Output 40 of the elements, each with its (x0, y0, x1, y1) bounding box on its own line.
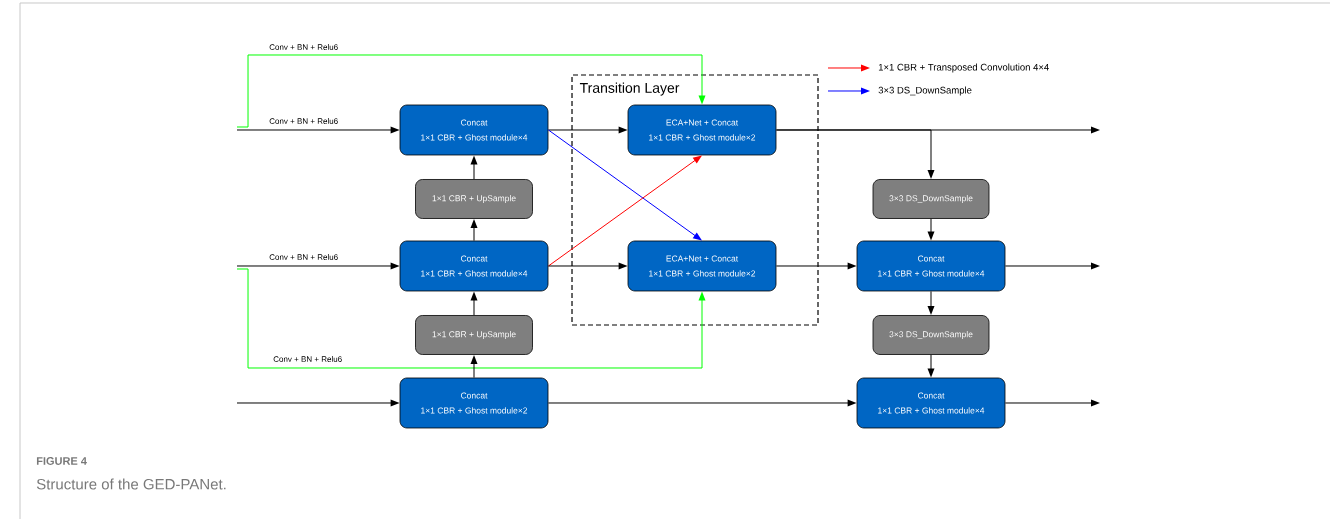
arrow (775, 262, 857, 270)
arrow (470, 218, 478, 242)
arrow (236, 54, 706, 128)
figure-number: FIGURE 4 (36, 457, 87, 465)
arrow (547, 262, 628, 270)
process-box: 1×1 CBR + UpSample (415, 315, 533, 355)
arrow (1004, 399, 1100, 407)
arrow (470, 354, 478, 379)
arrow (236, 262, 400, 270)
arrow (1004, 262, 1100, 270)
process-box: Concat 1×1 CBR + Ghost module×4 (399, 104, 549, 156)
arrow (236, 126, 400, 134)
arrow (927, 290, 935, 316)
legend-text: 3×3 DS_DownSample (878, 86, 972, 96)
process-box: 3×3 DS_DownSample (872, 179, 990, 219)
edge-label: Conv + BN + Relu6 (268, 253, 340, 261)
process-box: Concat 1×1 CBR + Ghost module×2 (399, 377, 549, 429)
arrow (927, 354, 935, 378)
process-box: Concat 1×1 CBR + Ghost module×4 (856, 240, 1006, 292)
arrow (547, 399, 857, 407)
edge-label: Conv + BN + Relu6 (268, 43, 340, 51)
process-box: ECA+Net + Concat 1×1 CBR + Ghost module×2 (627, 104, 777, 156)
caption: Structure of the GED-PANet. (36, 478, 226, 490)
arrow (547, 126, 628, 134)
arrow (547, 155, 702, 267)
process-box: Concat 1×1 CBR + Ghost module×4 (399, 240, 549, 292)
arrow (775, 129, 935, 180)
arrow (927, 218, 935, 241)
process-box: ECA+Net + Concat 1×1 CBR + Ghost module×2 (627, 240, 777, 292)
arrow (547, 129, 702, 241)
legend-text: 1×1 CBR + Transposed Convolution 4×4 (878, 63, 1049, 73)
arrow (470, 291, 478, 316)
process-box: Concat 1×1 CBR + Ghost module×4 (856, 377, 1006, 429)
edge-label: Conv + BN + Relu6 (272, 355, 344, 363)
process-box: 3×3 DS_DownSample (872, 315, 990, 355)
process-box: 1×1 CBR + UpSample (415, 179, 533, 219)
edge-label: Conv + BN + Relu6 (268, 117, 340, 125)
arrow (470, 155, 478, 180)
arrow (236, 268, 706, 369)
arrow (236, 399, 400, 407)
